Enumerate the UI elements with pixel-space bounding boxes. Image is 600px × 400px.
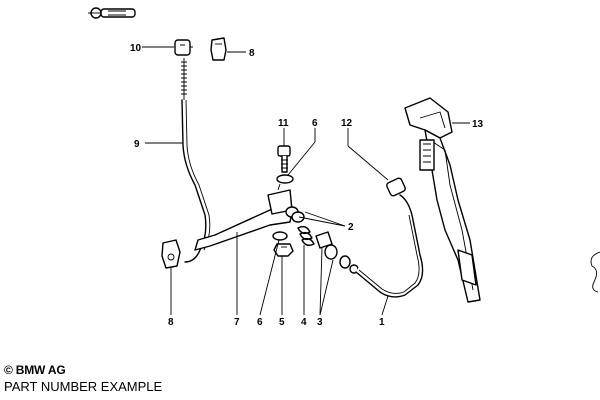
part-2-bushing bbox=[285, 206, 305, 223]
callout-10: 10 bbox=[130, 43, 142, 54]
key-icon bbox=[88, 7, 136, 19]
callout-9: 9 bbox=[134, 139, 140, 150]
part-10-clevis bbox=[174, 39, 193, 56]
copyright-notice: © BMW AG bbox=[4, 363, 66, 377]
callout-6-top: 6 bbox=[312, 118, 318, 129]
leader-lines bbox=[142, 46, 470, 316]
part-13-pedal bbox=[404, 97, 481, 303]
callout-8-top: 8 bbox=[249, 48, 255, 59]
callout-5: 5 bbox=[279, 317, 285, 328]
part-12-joint bbox=[386, 177, 406, 197]
part-9-pushrod bbox=[181, 58, 211, 263]
callout-13: 13 bbox=[472, 119, 484, 130]
callout-8-bottom: 8 bbox=[168, 317, 174, 328]
callout-labels: 10 8 9 11 6 12 13 2 8 7 6 5 4 3 1 bbox=[130, 43, 484, 328]
callout-3: 3 bbox=[317, 317, 323, 328]
edge-fragment bbox=[590, 251, 600, 293]
part-1-rod bbox=[355, 194, 424, 298]
callout-2: 2 bbox=[348, 222, 354, 233]
callout-4: 4 bbox=[301, 317, 307, 328]
callout-6-bottom: 6 bbox=[257, 317, 263, 328]
part-5-nut bbox=[273, 243, 294, 257]
part-number-caption: PART NUMBER EXAMPLE bbox=[4, 379, 163, 394]
part-6-washer-lower bbox=[272, 231, 288, 241]
callout-11: 11 bbox=[278, 118, 289, 129]
callout-7: 7 bbox=[234, 317, 240, 328]
callout-1: 1 bbox=[379, 317, 385, 328]
part-8-clip-top bbox=[210, 37, 227, 61]
part-11-bolt bbox=[277, 145, 291, 173]
part-8-clip-bottom bbox=[161, 239, 181, 269]
part-4-spring bbox=[297, 225, 315, 247]
part-6-washer-upper bbox=[276, 174, 294, 184]
callout-12: 12 bbox=[341, 118, 353, 129]
